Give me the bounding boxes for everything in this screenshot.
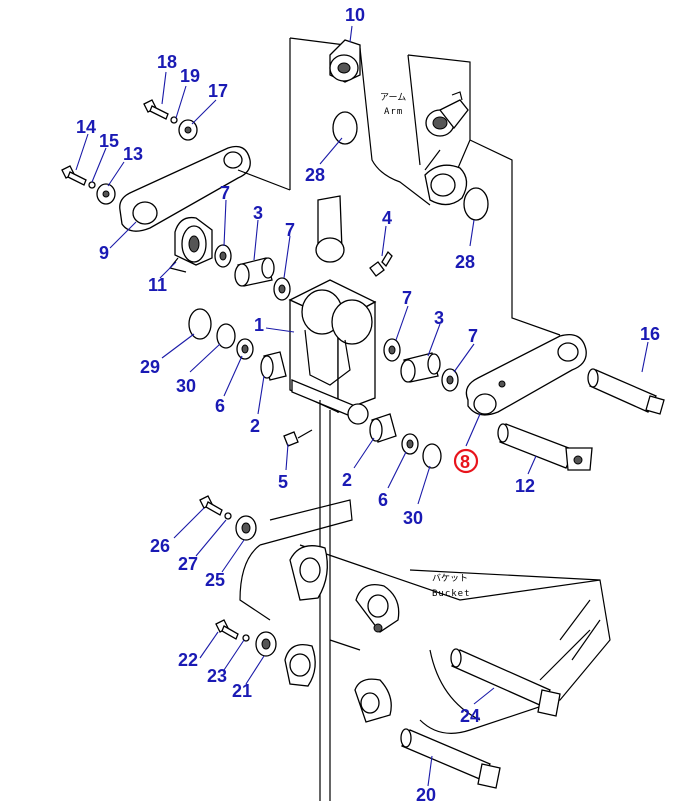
callout-30-b: 30 [403, 508, 423, 528]
callout-23: 23 [207, 666, 227, 686]
callout-8-highlight-ring [453, 448, 479, 474]
part-30-ring-b [422, 443, 442, 469]
bucket-label-jp: バケット [432, 573, 468, 584]
part-13-washer [96, 183, 116, 205]
part-23-lock-washer [242, 634, 250, 642]
part-3-bushing-a [234, 257, 275, 287]
callout-20: 20 [416, 785, 436, 801]
arm-label-en: Arm [384, 107, 403, 117]
callout-27: 27 [178, 554, 198, 574]
part-22-bolt [215, 619, 239, 640]
callout-12: 12 [515, 476, 535, 496]
part-27-lock-washer [224, 512, 232, 520]
part-7-spacer-c-hole [388, 345, 396, 355]
callout-25: 25 [205, 570, 225, 590]
part-18-bolt [143, 99, 169, 120]
callout-19: 19 [180, 66, 200, 86]
part-24-pin [450, 648, 561, 717]
callout-6-a: 6 [215, 396, 225, 416]
part-28-ring-b [463, 187, 489, 221]
callout-28-b: 28 [455, 252, 475, 272]
callout-2-a: 2 [250, 416, 260, 436]
part-25-washer [235, 515, 257, 541]
callout-15: 15 [99, 131, 119, 151]
callout-18: 18 [157, 52, 177, 72]
part-29-shim [188, 308, 212, 340]
callout-7-b: 7 [285, 220, 295, 240]
part-15-lock-washer [88, 181, 96, 189]
callout-29: 29 [140, 357, 160, 377]
arm-label-jp: アーム [380, 92, 406, 103]
callout-8: 8 [460, 452, 470, 472]
callout-14: 14 [76, 117, 96, 137]
part-7-spacer-d-hole [446, 375, 454, 385]
callout-6-b: 6 [378, 490, 388, 510]
part-7-spacer-a-hole [219, 251, 227, 261]
callout-1: 1 [254, 315, 264, 335]
part-7-spacer-b-hole [278, 284, 286, 294]
callout-5: 5 [278, 472, 288, 492]
callout-28-a: 28 [305, 165, 325, 185]
callout-9: 9 [99, 243, 109, 263]
callout-4: 4 [382, 208, 392, 228]
callout-21: 21 [232, 681, 252, 701]
callout-22: 22 [178, 650, 198, 670]
callout-7-c: 7 [402, 288, 412, 308]
callout-11: 11 [148, 275, 167, 295]
callout-3-b: 3 [434, 308, 444, 328]
part-4-grease-fitting [369, 250, 393, 277]
callout-10: 10 [345, 5, 365, 25]
callout-24: 24 [460, 706, 480, 726]
callout-17: 17 [208, 81, 228, 101]
callout-3-a: 3 [253, 203, 263, 223]
part-12-pin [497, 423, 593, 471]
arm-outline [289, 37, 561, 336]
callout-numbers: 10 18 19 17 14 15 13 9 11 7 3 7 4 28 28 … [76, 5, 660, 801]
part-11-bracket [168, 216, 213, 273]
part-1-link-assembly [288, 195, 377, 801]
callout-13: 13 [123, 144, 143, 164]
part-17-washer [178, 119, 198, 141]
part-28-ring-a [332, 111, 358, 145]
part-26-bolt [199, 495, 223, 516]
callout-7-a: 7 [220, 183, 230, 203]
part-5-grease-fitting [283, 429, 313, 447]
leader-lines [75, 25, 649, 787]
part-2-bushing-a [260, 351, 287, 381]
part-9-link-left [119, 145, 291, 232]
part-20-pin [400, 728, 501, 789]
callout-30-a: 30 [176, 376, 196, 396]
bucket-label-en: Bucket [432, 589, 471, 599]
part-19-lock-washer [170, 116, 178, 124]
part-6-seal-b [401, 433, 419, 455]
part-30-ring-a [216, 323, 236, 349]
callout-26: 26 [150, 536, 170, 556]
part-14-bolt [61, 165, 87, 186]
part-6-seal-a [236, 338, 254, 360]
callout-7-d: 7 [468, 326, 478, 346]
part-16-pin [587, 368, 665, 415]
part-3-bushing-b [400, 352, 441, 383]
part-8-link-right [465, 333, 587, 416]
part-10-bushing [329, 39, 361, 83]
callout-16: 16 [640, 324, 660, 344]
callout-2-b: 2 [342, 470, 352, 490]
bucket-body [239, 499, 611, 734]
part-2-bushing-b [369, 413, 397, 443]
part-21-washer [255, 631, 277, 657]
